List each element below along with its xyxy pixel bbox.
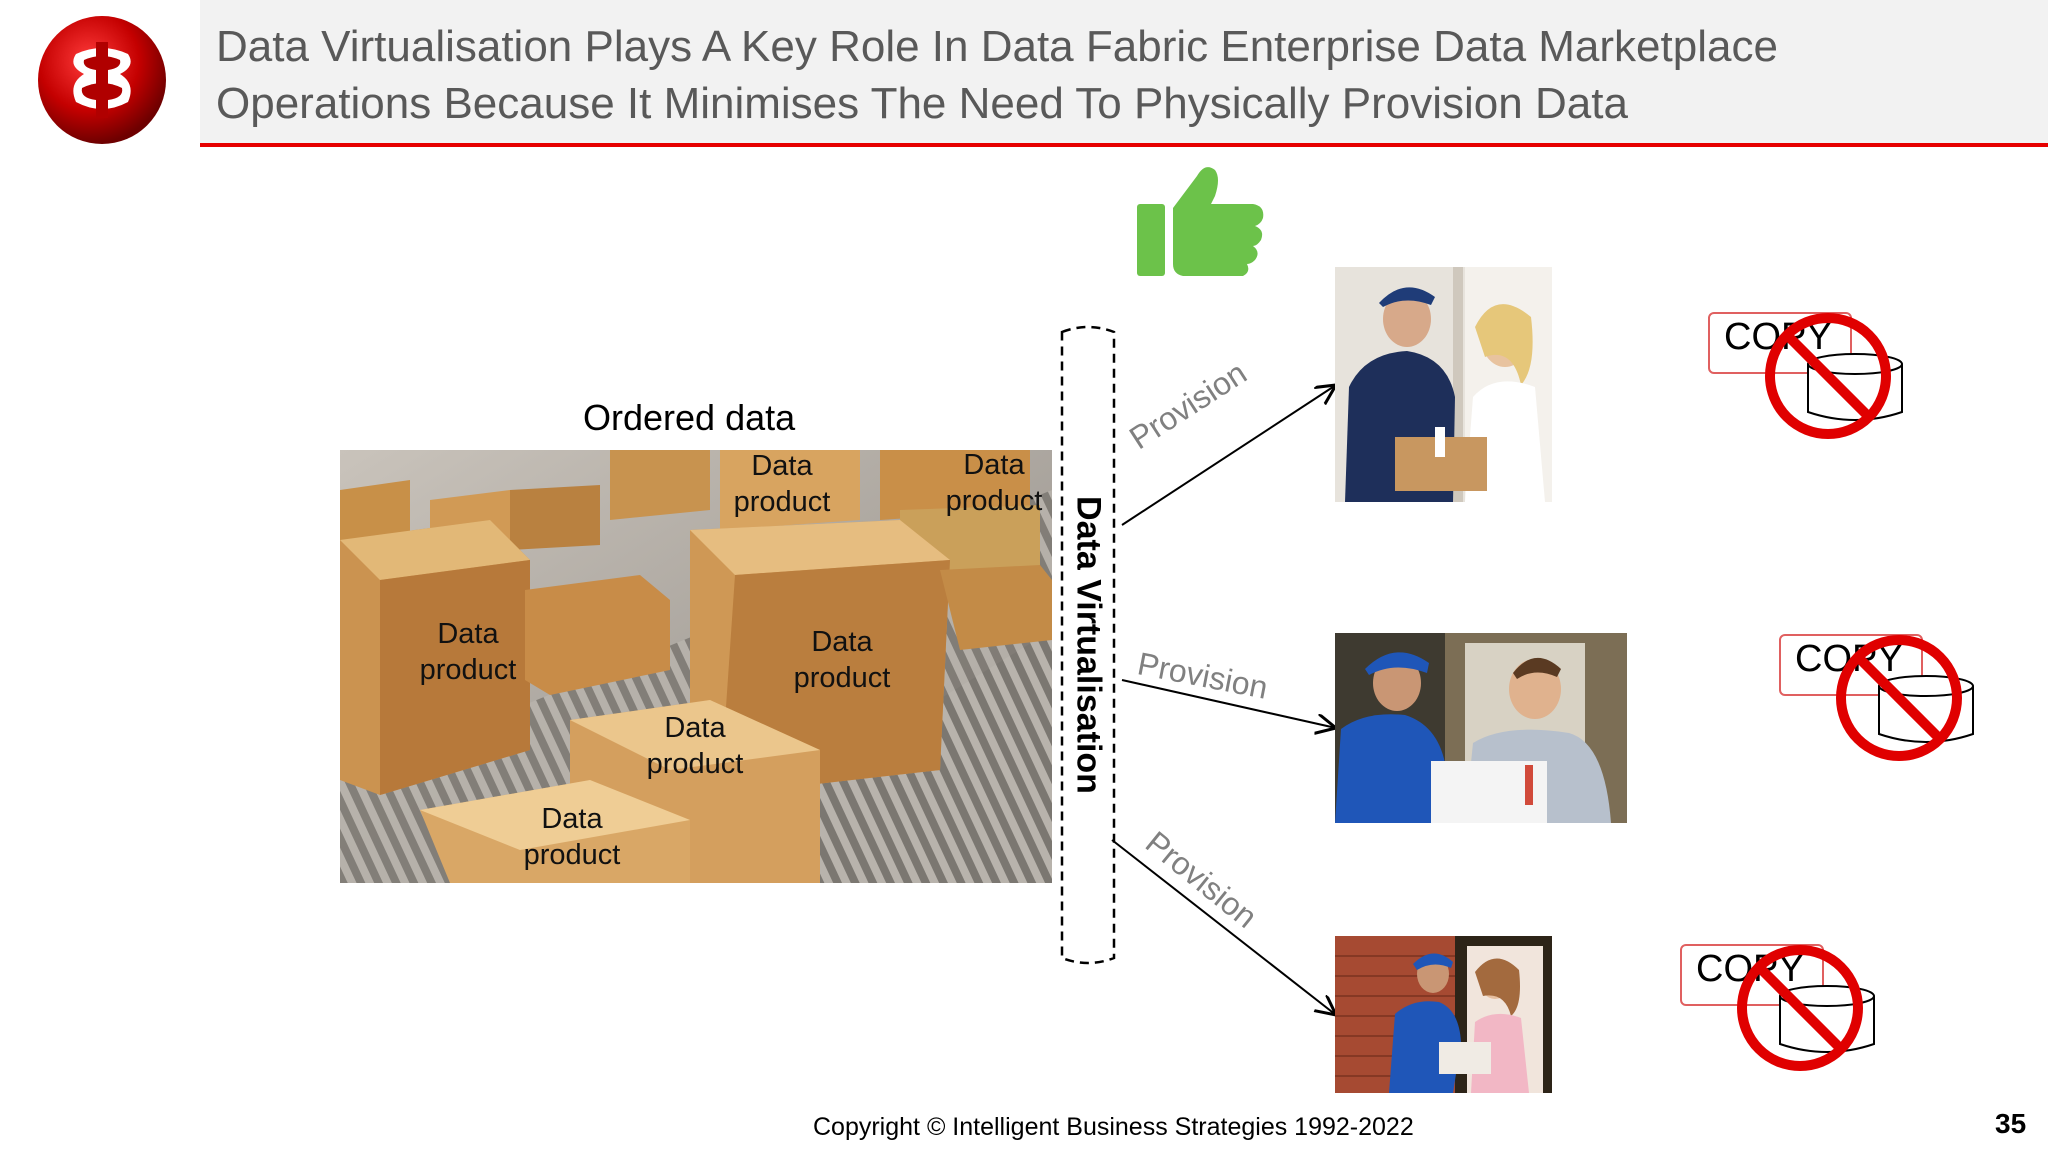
data-product-label: Data product: [945, 449, 1043, 517]
data-product-label: Data product: [733, 450, 831, 518]
title-line-1: Data Virtualisation Plays A Key Role In …: [216, 22, 1778, 71]
page-title: Data Virtualisation Plays A Key Role In …: [216, 18, 2016, 132]
virtualisation-frame: [1060, 325, 1116, 965]
page-number: 35: [1995, 1108, 2027, 1139]
copy-prohibited-3: COPY: [1678, 938, 1878, 1078]
company-logo: [38, 16, 166, 144]
copyright-footer: Copyright © Intelligent Business Strateg…: [813, 1113, 1414, 1141]
ordered-data-label: Ordered data: [583, 397, 796, 438]
provision-arrows: [1111, 360, 1360, 1040]
conveyor-boxes-photo: [340, 450, 1052, 883]
data-product-label: Data product: [523, 803, 621, 871]
header-band: [200, 0, 2048, 143]
prohibited-icon: [1737, 945, 1863, 1071]
delivery-photo-1: [1335, 267, 1552, 502]
prohibited-icon: [1836, 635, 1962, 761]
title-line-2: Operations Because It Minimises The Need…: [216, 79, 1628, 128]
copy-prohibited-2: COPY: [1777, 628, 1977, 768]
header-rule: [200, 143, 2048, 147]
delivery-photo-2: [1335, 633, 1627, 823]
copy-prohibited-1: COPY: [1706, 306, 1906, 446]
data-product-label: Data product: [646, 712, 744, 780]
delivery-photo-3: [1335, 936, 1552, 1093]
data-product-label: Data product: [793, 626, 891, 694]
data-product-label: Data product: [419, 618, 517, 686]
prohibited-icon: [1765, 313, 1891, 439]
thumbs-up-icon: [1137, 167, 1264, 276]
